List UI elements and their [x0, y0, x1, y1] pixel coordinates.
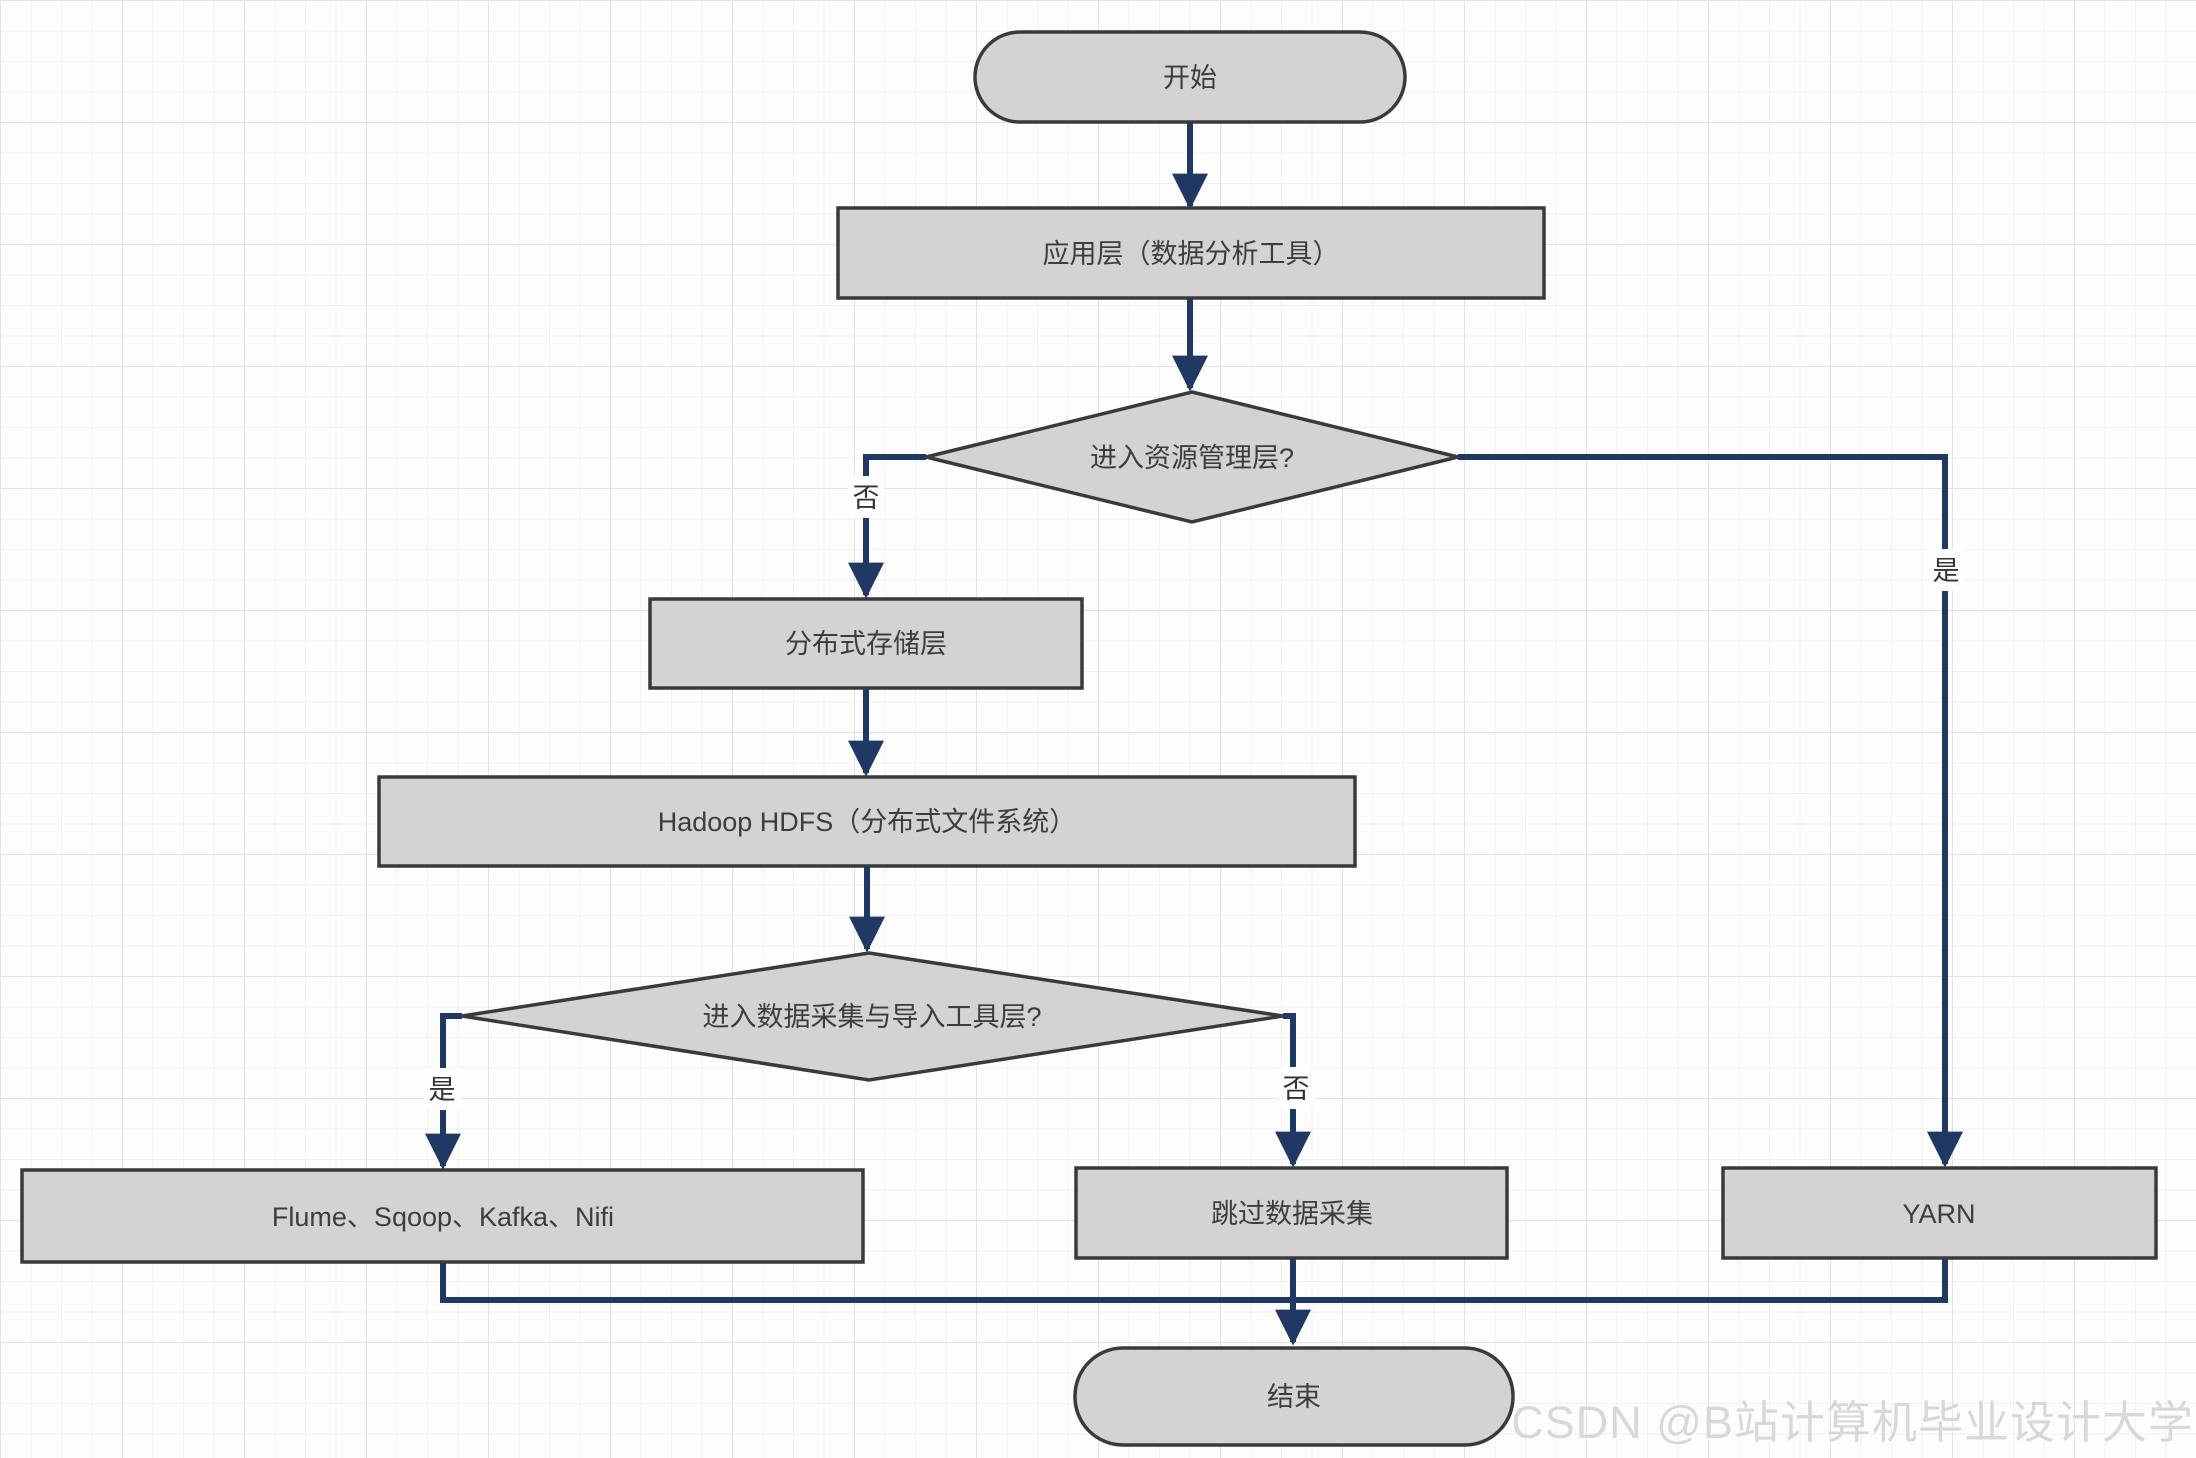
edge-label-bg: [848, 476, 885, 518]
edge-label-text: 否: [1283, 1074, 1310, 1104]
edge-ingest-tools-to-merge: [440, 1262, 1293, 1303]
edge-label-bg: [1278, 1067, 1315, 1109]
watermark: CSDN @B站计算机毕业设计大学: [1511, 1397, 2194, 1448]
node-decision-resource-layer: 进入资源管理层?: [925, 390, 1459, 524]
edge-decision-resource-no-to-storage: [848, 454, 926, 599]
node-decision-ingest-layer: 进入数据采集与导入工具层?: [461, 951, 1284, 1082]
skip-ingest-label: 跳过数据采集: [1211, 1199, 1373, 1229]
decision-ingest-label: 进入数据采集与导入工具层?: [702, 1002, 1041, 1032]
app-layer-label: 应用层（数据分析工具）: [1043, 239, 1340, 269]
end-label: 结束: [1267, 1382, 1321, 1412]
hdfs-process-shape: [377, 775, 1357, 868]
start-label: 开始: [1163, 63, 1217, 93]
hdfs-label: Hadoop HDFS（分布式文件系统）: [658, 807, 1077, 837]
node-yarn: YARN: [1721, 1166, 2158, 1260]
node-hdfs: Hadoop HDFS（分布式文件系统）: [377, 775, 1357, 868]
end-terminator-shape: [1073, 1346, 1515, 1447]
skip-ingest-process-shape: [1074, 1166, 1509, 1260]
start-terminator-shape: [973, 30, 1407, 124]
node-storage-layer: 分布式存储层: [648, 597, 1084, 690]
storage-layer-label: 分布式存储层: [785, 629, 947, 659]
edge-label-yes-yarn: 是: [1928, 549, 1965, 591]
edge-label-no-resource: 否: [848, 476, 885, 518]
edges: [425, 122, 1963, 1346]
edge-label-text: 是: [1933, 556, 1960, 586]
decision-resource-label: 进入资源管理层?: [1090, 443, 1294, 473]
node-app-layer: 应用层（数据分析工具）: [836, 206, 1546, 300]
node-skip-ingest: 跳过数据采集: [1074, 1166, 1509, 1260]
edge-label-bg: [1928, 549, 1965, 591]
node-start: 开始: [973, 30, 1407, 124]
edge-label-no-skip: 否: [1278, 1067, 1315, 1109]
node-ingest-tools: Flume、Sqoop、Kafka、Nifi: [20, 1168, 865, 1264]
yarn-process-shape: [1721, 1166, 2158, 1260]
ingest-tools-label: Flume、Sqoop、Kafka、Nifi: [272, 1202, 614, 1232]
edge-decision-ingest-yes-to-ingest-tools: [425, 1013, 462, 1170]
edge-decision-ingest-no-to-skip-ingest: [1275, 1013, 1311, 1168]
edge-label-yes-ingest: 是: [424, 1068, 461, 1110]
yarn-label: YARN: [1902, 1199, 1975, 1229]
node-end: 结束: [1073, 1346, 1515, 1447]
edge-decision-resource-yes-to-yarn: [1458, 454, 1963, 1168]
decision-ingest-diamond-shape: [461, 951, 1284, 1082]
ingest-tools-process-shape: [20, 1168, 865, 1264]
edge-label-text: 否: [853, 483, 880, 513]
app-layer-process-shape: [836, 206, 1546, 300]
decision-resource-diamond-shape: [925, 390, 1459, 524]
edge-label-text: 是: [429, 1075, 456, 1105]
edge-label-bg: [424, 1068, 461, 1110]
nodes: 开始 应用层（数据分析工具） 进入资源管理层? 分布式存储层 Hadoop HD…: [20, 30, 2158, 1447]
edge-yarn-to-merge: [1293, 1257, 1948, 1303]
storage-layer-process-shape: [648, 597, 1084, 690]
edge-labels: 否 是 是 否: [424, 476, 1965, 1110]
